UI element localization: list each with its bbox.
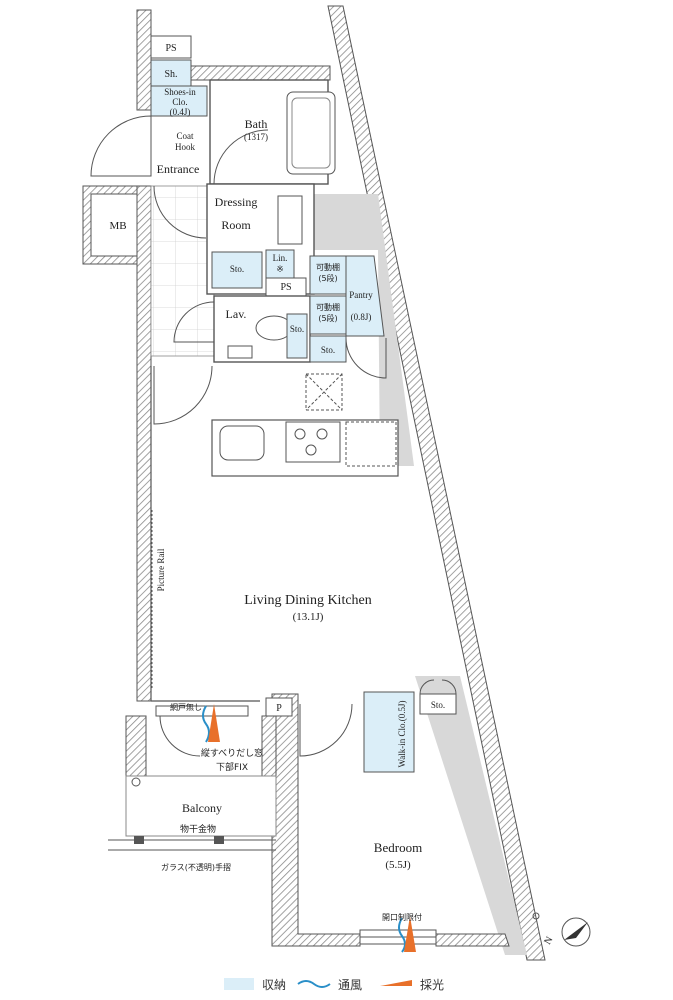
lin-box bbox=[265, 249, 295, 279]
sto-pantry-lower-label: Sto. bbox=[321, 345, 335, 355]
window-note-1: 縦すべりだし窓 bbox=[201, 747, 263, 759]
shoes-label-1: Shoes-in bbox=[164, 87, 196, 97]
compass-dot bbox=[532, 912, 540, 920]
no-screen-label: 網戸無し bbox=[170, 702, 202, 712]
balcony-wall bbox=[125, 715, 147, 777]
pantry-label-2: (0.8J) bbox=[351, 312, 372, 322]
washer bbox=[277, 195, 303, 245]
bathtub-inner bbox=[291, 97, 331, 169]
walkin-label: Walk-in Clo.(0.5J) bbox=[397, 700, 407, 767]
balcony-area bbox=[125, 775, 277, 837]
bedroom-wall bbox=[271, 693, 361, 947]
top-wall bbox=[189, 65, 331, 81]
coat-label-1: Coat bbox=[177, 131, 194, 141]
lav-door bbox=[173, 301, 215, 343]
dishwasher bbox=[345, 421, 397, 467]
legend-ventilation-label: 通風 bbox=[338, 978, 362, 992]
stove bbox=[285, 421, 341, 463]
lin-label-2: ※ bbox=[276, 264, 284, 274]
vent-arrow-bedroom bbox=[398, 917, 406, 953]
sto-dressing-label: Sto. bbox=[230, 264, 244, 274]
outer-wall-east bbox=[327, 5, 546, 961]
legend-storage-swatch bbox=[224, 978, 254, 990]
bedroom-wall-right bbox=[435, 933, 510, 947]
ldk-size: (13.1J) bbox=[293, 611, 324, 623]
bedroom-door bbox=[299, 703, 353, 757]
window-note-2: 下部FIX bbox=[216, 761, 248, 773]
bath-door bbox=[213, 129, 269, 185]
legend-daylight-swatch bbox=[380, 980, 412, 986]
pantry-label-1: Pantry bbox=[349, 290, 373, 300]
dressing-door bbox=[153, 185, 207, 239]
ps-mid-label: PS bbox=[280, 282, 291, 293]
sto-pantry-lower bbox=[309, 335, 347, 363]
shelf-b-label-2: (5段) bbox=[318, 313, 337, 323]
shelf-a-label-2: (5段) bbox=[318, 273, 337, 283]
entrance-label: Entrance bbox=[157, 162, 200, 176]
ps-top-label: PS bbox=[165, 43, 176, 54]
dressing-label-1: Dressing bbox=[215, 195, 258, 209]
shelf-a-label-1: 可動棚 bbox=[316, 262, 340, 272]
legend-ventilation-swatch bbox=[297, 980, 331, 988]
hanger-label: 物干金物 bbox=[180, 823, 216, 835]
bath-size: (1317) bbox=[244, 132, 268, 142]
ldk-label: Living Dining Kitchen bbox=[244, 593, 372, 608]
compass-letter: N bbox=[542, 935, 555, 947]
lav-label: Lav. bbox=[226, 307, 247, 321]
ps-top-box bbox=[150, 35, 192, 59]
opening-limit-label: 開口制限付 bbox=[382, 912, 422, 922]
pantry bbox=[345, 255, 385, 337]
walk-in-closet bbox=[363, 691, 415, 773]
lin-label-1: Lin. bbox=[273, 253, 288, 263]
legend-daylight-label: 採光 bbox=[420, 978, 444, 992]
sto-lav-box bbox=[286, 313, 308, 359]
shoes-closet bbox=[150, 85, 208, 117]
pantry-door bbox=[345, 337, 387, 379]
picture-rail-label: Picture Rail bbox=[156, 548, 166, 591]
west-wall bbox=[136, 185, 152, 702]
compass-needle bbox=[564, 922, 588, 940]
mb-label: MB bbox=[109, 220, 126, 232]
sto-lav-label: Sto. bbox=[290, 324, 304, 334]
wall-zone-kitchen bbox=[314, 194, 414, 466]
entrance-door bbox=[90, 115, 152, 177]
shelf-b bbox=[309, 295, 347, 335]
bedroom-label: Bedroom bbox=[374, 840, 422, 855]
legend: 収納 通風 採光 bbox=[224, 978, 444, 992]
vent-arrow-ldk bbox=[202, 705, 210, 743]
coat-label-2: Hook bbox=[175, 142, 195, 152]
shelf-b-label-1: 可動棚 bbox=[316, 302, 340, 312]
sto-dressing-box bbox=[211, 251, 263, 289]
sto-bedroom-label: Sto. bbox=[431, 700, 445, 710]
handrail-label: ガラス(不透明)手摺 bbox=[161, 862, 231, 872]
p-label: P bbox=[276, 703, 282, 714]
wall-zone-bedroom bbox=[415, 676, 527, 955]
sh-label: Sh. bbox=[164, 69, 177, 80]
sink bbox=[227, 345, 253, 359]
kitchen-sink bbox=[219, 425, 265, 461]
shoes-label-3: (0.4J) bbox=[170, 107, 191, 117]
daylight-marker-ldk bbox=[208, 704, 220, 742]
bath-label: Bath bbox=[245, 117, 268, 131]
entrance-wall bbox=[136, 9, 152, 111]
bedroom-size: (5.5J) bbox=[385, 859, 411, 871]
shoes-label-2: Clo. bbox=[172, 97, 187, 107]
daylight-marker-bedroom bbox=[404, 916, 416, 952]
balcony-label: Balcony bbox=[182, 801, 222, 815]
dressing-label-2: Room bbox=[221, 218, 251, 232]
mb-inner bbox=[90, 193, 138, 257]
ldk-door bbox=[153, 365, 213, 425]
p-box bbox=[265, 697, 293, 717]
sto-bedroom-box bbox=[419, 693, 457, 715]
legend-storage-label: 収納 bbox=[262, 978, 286, 992]
